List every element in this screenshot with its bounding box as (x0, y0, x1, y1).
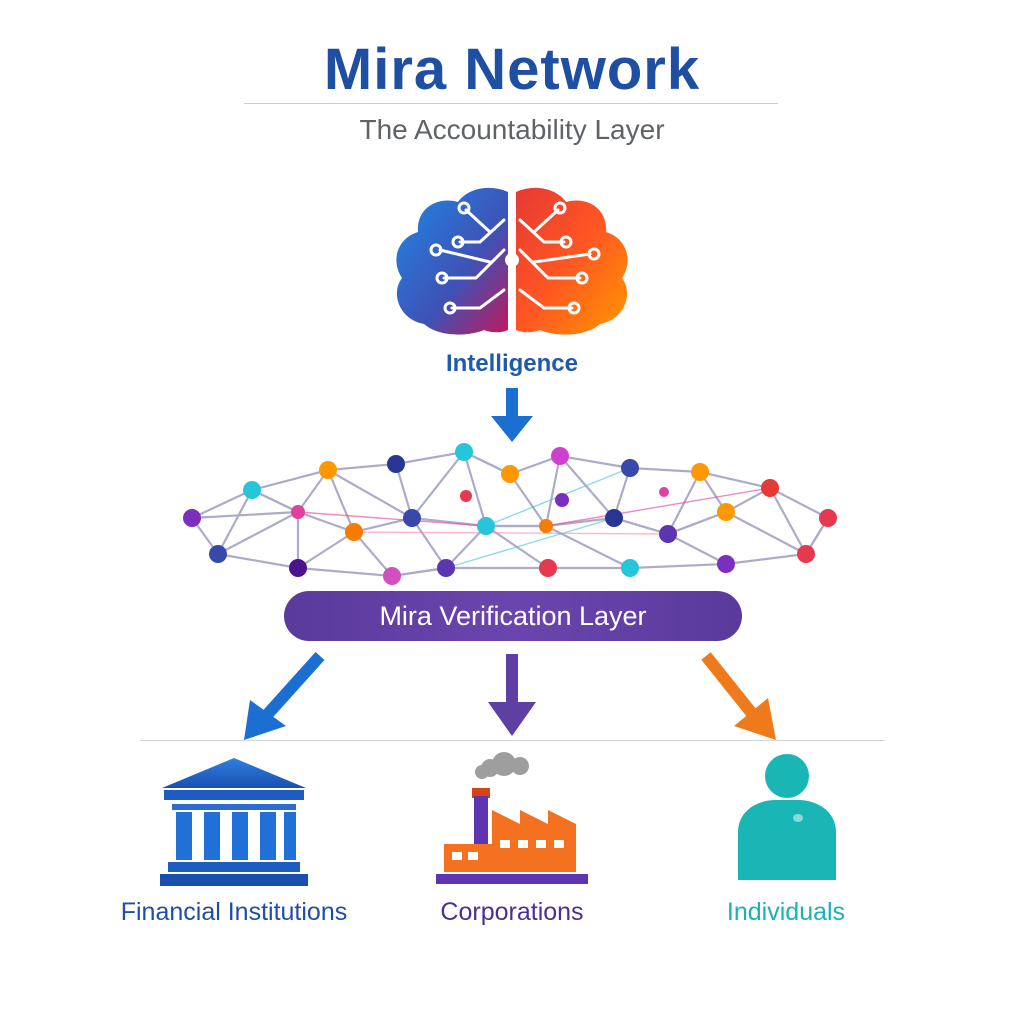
arrow-down-icon (491, 388, 533, 442)
network-mesh-icon (183, 443, 837, 585)
title-divider (244, 103, 778, 104)
distribution-arrows (244, 651, 776, 740)
factory-icon (436, 752, 588, 884)
page-subtitle: The Accountability Layer (359, 114, 665, 145)
arrow-to-corporations-icon (488, 654, 536, 736)
intelligence-label: Intelligence (445, 350, 579, 377)
brain-circuit-icon (396, 187, 628, 335)
category-label-financial: Financial Institutions (120, 898, 348, 926)
verification-layer-bar: Mira Verification Layer (284, 591, 742, 641)
page-title: Mira Network (323, 37, 701, 102)
arrow-to-individuals-icon (701, 652, 776, 740)
section-divider (140, 740, 885, 741)
person-icon (738, 754, 836, 880)
verification-layer-label: Mira Verification Layer (379, 600, 647, 631)
bank-icon (160, 758, 308, 886)
category-label-individuals: Individuals (726, 898, 846, 926)
arrow-to-financial-icon (244, 651, 325, 740)
category-label-corporations: Corporations (440, 898, 584, 926)
